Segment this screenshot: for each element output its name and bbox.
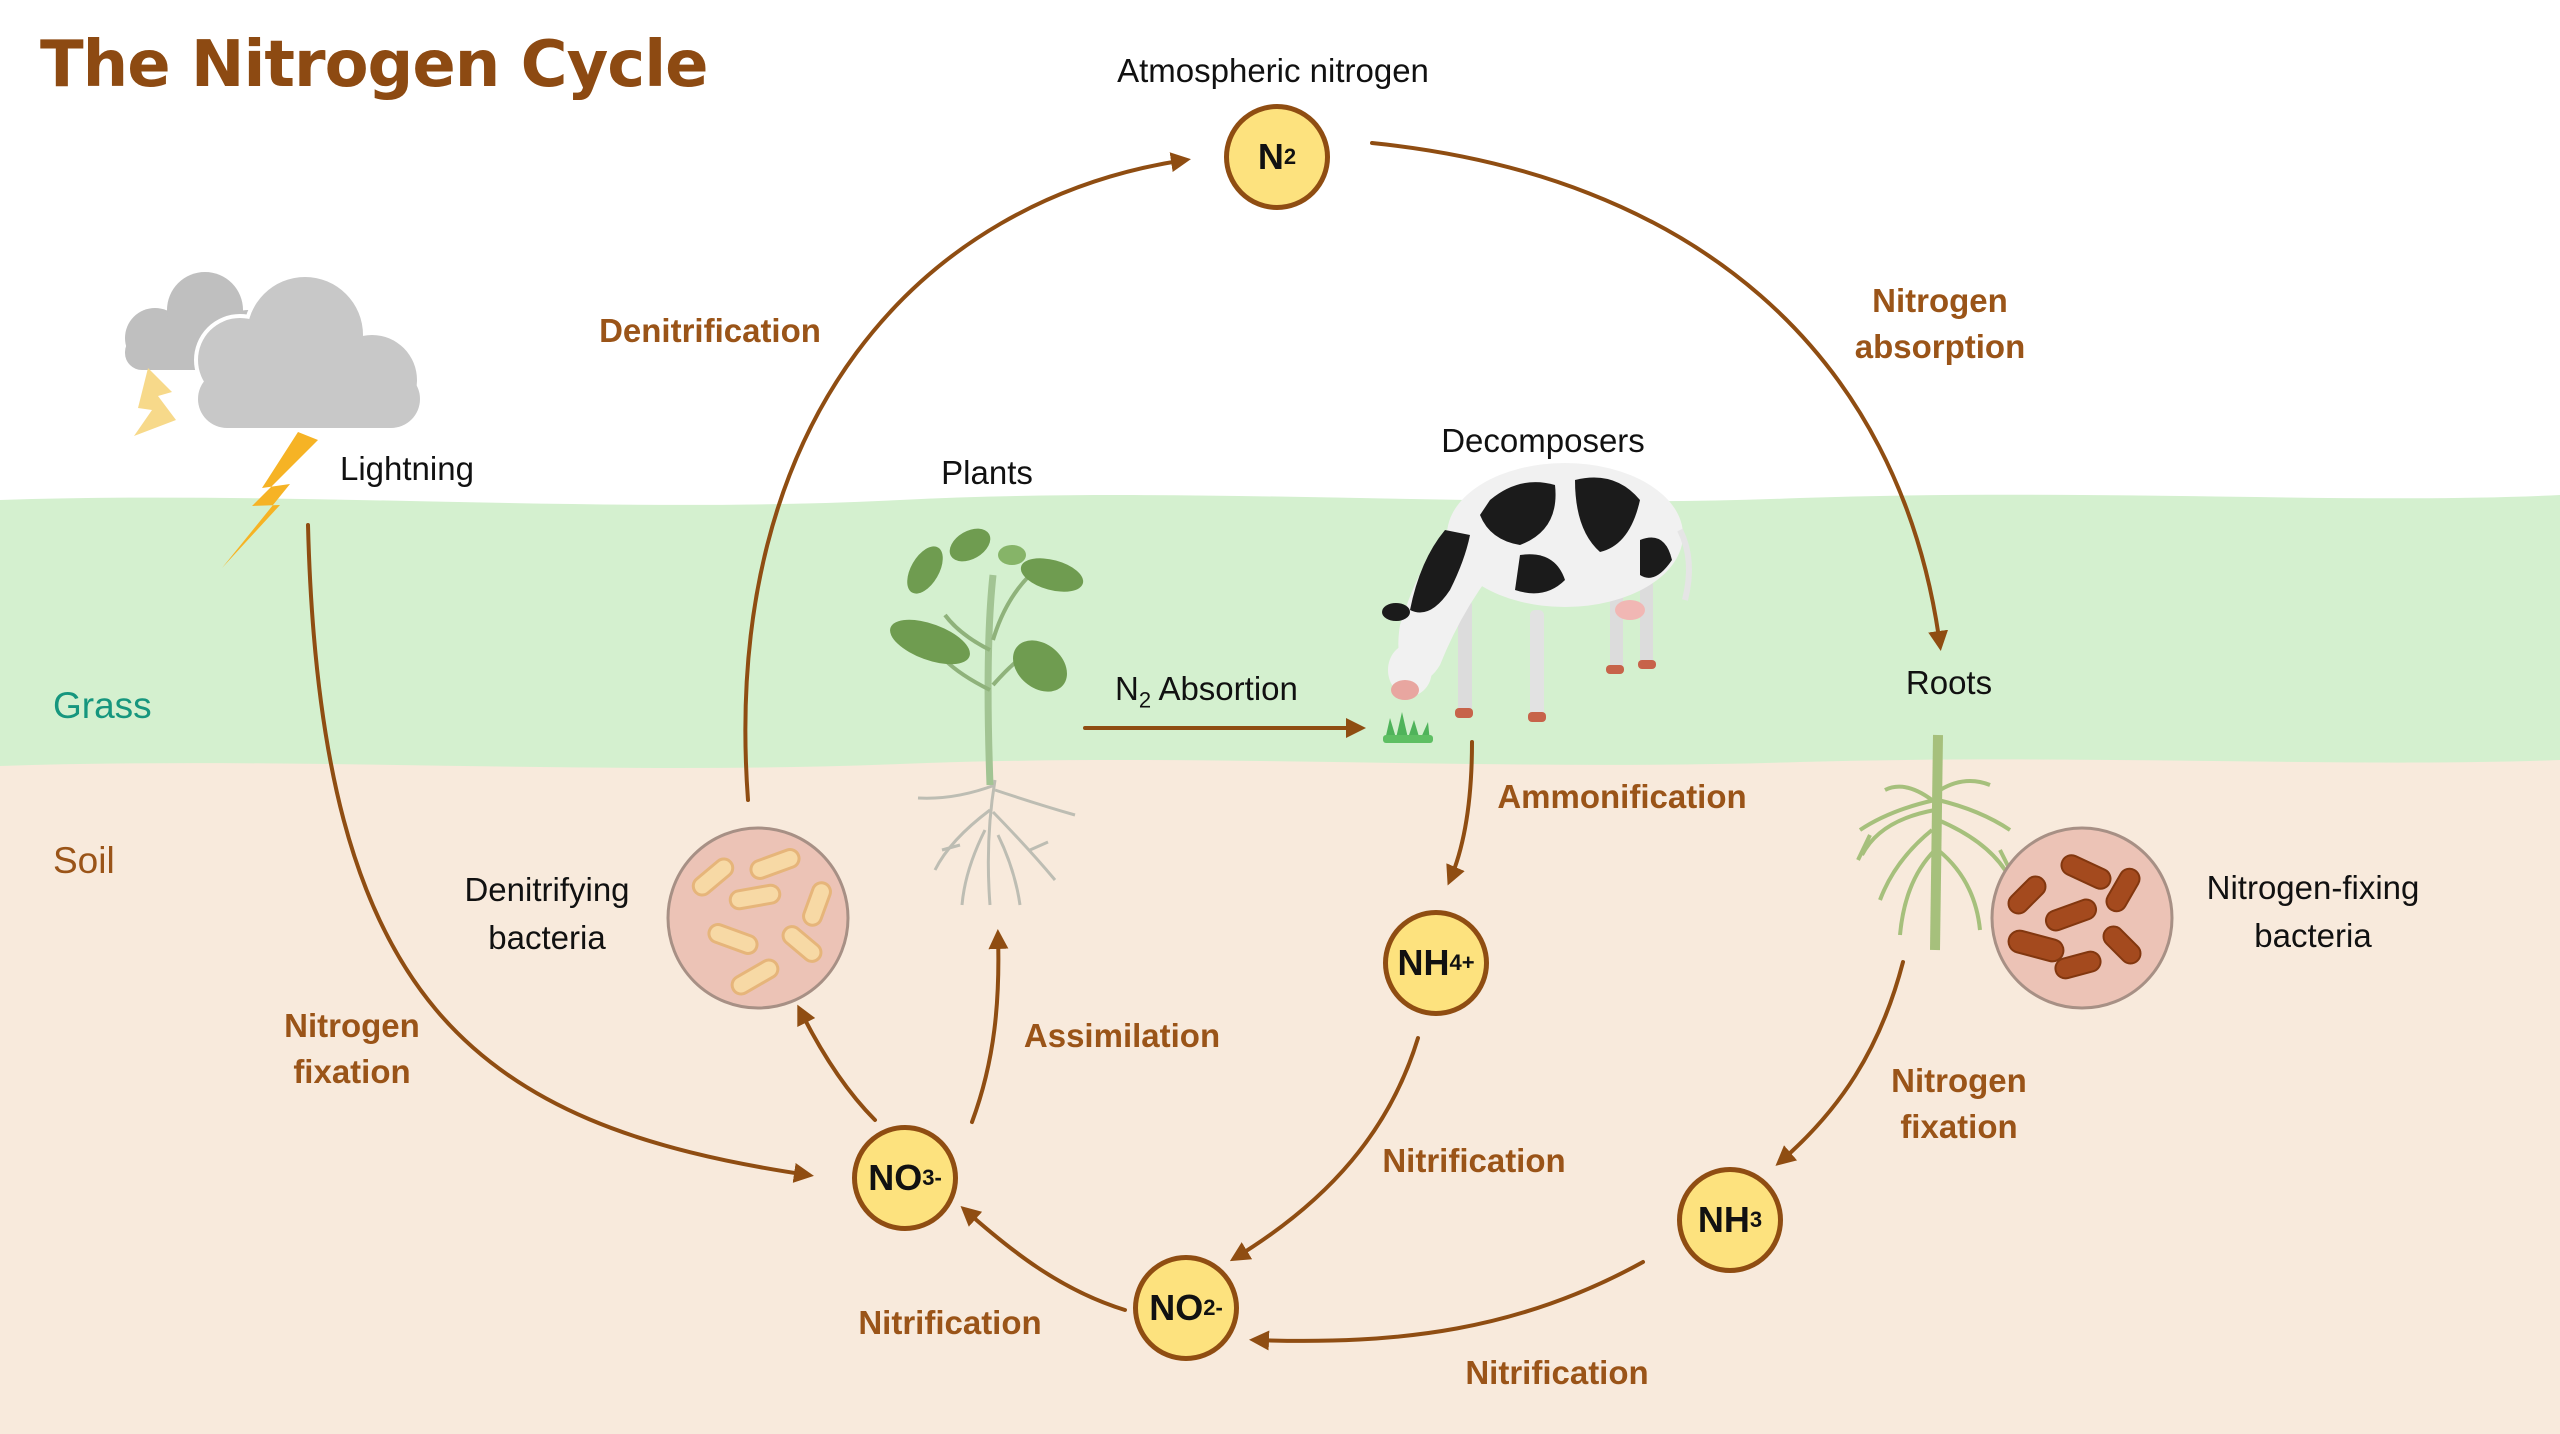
page-title: The Nitrogen Cycle [40, 28, 709, 102]
cow-icon [1382, 463, 1692, 722]
denitrifying-bacteria-icon [666, 826, 850, 1010]
process-nitrogen-fixation-left: Nitrogen fixation [284, 1007, 420, 1091]
grass-band [0, 494, 2560, 770]
n2-absortion-label: N2 Absortion [1115, 670, 1298, 713]
lightning-label: Lightning [340, 450, 474, 487]
atmospheric-nitrogen-label: Atmospheric nitrogen [1117, 52, 1429, 89]
arrow-denitrification [743, 152, 1191, 802]
process-assimilation: Assimilation [1023, 1017, 1221, 1054]
process-nitrification-bottom: Nitrification [1465, 1354, 1649, 1391]
plant-icon [890, 528, 1084, 906]
cloud-icon [125, 272, 421, 436]
roots-icon [1856, 734, 2017, 951]
process-nitrogen-absorption: Nitrogen absorption [1854, 282, 2026, 366]
nitrogen-fixing-bacteria-label: Nitrogen-fixing bacteria [2206, 869, 2420, 954]
arrow-nitrogen-absorption [1370, 141, 1949, 651]
lightning-bolt-icon [222, 432, 318, 568]
process-denitrification: Denitrification [599, 312, 821, 349]
process-nitrogen-fixation-right: Nitrogen fixation [1891, 1062, 2027, 1146]
process-nitrification-mid: Nitrification [1382, 1142, 1566, 1179]
arrow-nitrification-no2-no3 [960, 1206, 1127, 1312]
arrow-nitrification-nh4-no2 [1229, 1036, 1420, 1262]
grass-tuft-icon [1383, 712, 1433, 743]
process-ammonification: Ammonification [1497, 778, 1747, 815]
nitrogen-fixing-bacteria-icon [1990, 826, 2174, 1010]
process-nitrification-left: Nitrification [858, 1304, 1042, 1341]
grass-zone-label: Grass [53, 685, 152, 726]
arrow-to-denitrifying-bacteria [797, 1004, 877, 1122]
soil-zone-label: Soil [53, 840, 115, 881]
roots-label: Roots [1905, 664, 1993, 701]
arrow-assimilation [970, 929, 1009, 1124]
plants-label: Plants [941, 454, 1033, 491]
arrow-roots-fixation [1775, 960, 1905, 1166]
denitrifying-bacteria-label: Denitrifying bacteria [464, 871, 630, 956]
soil-band [0, 759, 2560, 1434]
decomposers-label: Decomposers [1441, 422, 1645, 459]
arrow-nitrification-nh3-no2 [1249, 1260, 1645, 1351]
arrow-ammonification [1446, 740, 1474, 886]
arrow-lightning-fixation [306, 523, 814, 1183]
